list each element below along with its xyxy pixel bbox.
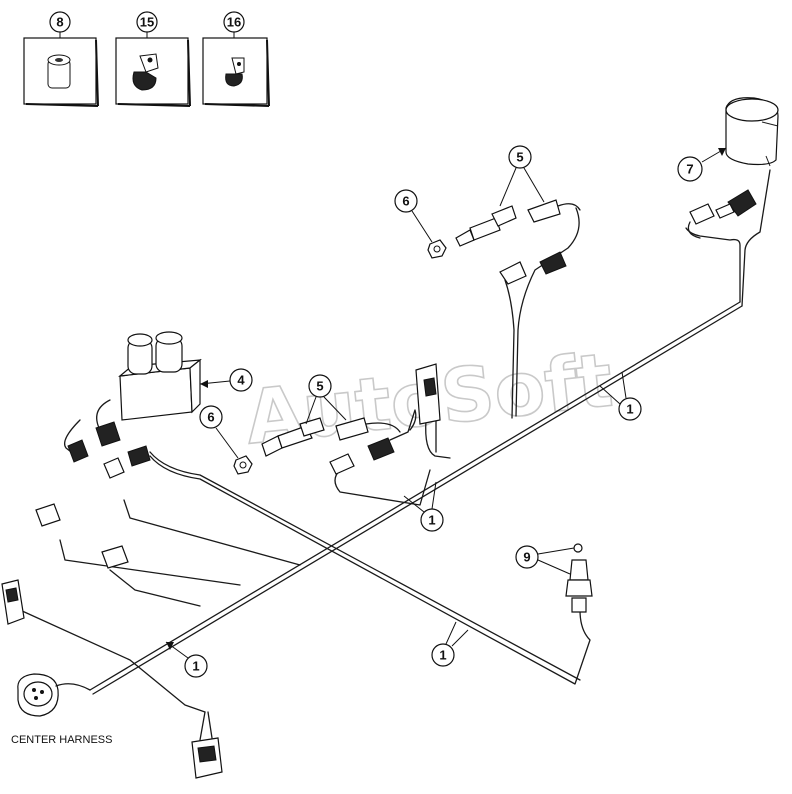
legend-part-16: 16 bbox=[202, 11, 270, 107]
center-harness-connector bbox=[17, 673, 91, 717]
pressure-switch bbox=[565, 543, 593, 613]
sensor-upper bbox=[455, 199, 581, 247]
relay-block bbox=[118, 331, 202, 421]
nut-lower bbox=[233, 455, 253, 475]
round-device bbox=[725, 97, 779, 167]
main-harness-trunk bbox=[89, 169, 771, 695]
svg-text:6: 6 bbox=[402, 194, 409, 209]
callout-9: 9 bbox=[515, 545, 575, 575]
sensor-lower bbox=[261, 417, 401, 457]
svg-text:6: 6 bbox=[207, 410, 214, 425]
callout-1-left: 1 bbox=[165, 641, 208, 678]
svg-text:1: 1 bbox=[626, 402, 633, 417]
bottom-multipin-connector bbox=[191, 711, 223, 779]
central-clip-block bbox=[415, 363, 441, 425]
svg-text:1: 1 bbox=[428, 513, 435, 528]
cable-clamp-small-icon bbox=[225, 57, 245, 87]
callout-1-center: 1 bbox=[403, 481, 444, 532]
svg-text:9: 9 bbox=[523, 550, 530, 565]
legend-part-8: 8 bbox=[23, 11, 99, 107]
svg-text:1: 1 bbox=[439, 648, 446, 663]
legend-part-15: 15 bbox=[115, 11, 191, 107]
callout-4: 4 bbox=[199, 368, 253, 392]
svg-text:5: 5 bbox=[516, 150, 523, 165]
connector-pair-top-right bbox=[687, 189, 757, 239]
callout-6-upper: 6 bbox=[394, 189, 433, 243]
svg-text:4: 4 bbox=[237, 373, 245, 388]
relay-connectors bbox=[67, 421, 151, 479]
svg-text:1: 1 bbox=[192, 659, 199, 674]
callout-6-lower: 6 bbox=[199, 405, 239, 459]
connector-pair-lower-mid bbox=[329, 437, 395, 475]
svg-text:7: 7 bbox=[686, 162, 693, 177]
legend-part-number: 15 bbox=[140, 15, 154, 30]
connector-pair-upper-mid bbox=[499, 251, 567, 285]
nut-upper bbox=[427, 239, 447, 259]
callout-5-upper: 5 bbox=[499, 145, 545, 207]
left-connectors bbox=[1, 503, 129, 625]
cable-clamp-icon bbox=[132, 53, 159, 91]
callout-1-right: 1 bbox=[599, 371, 642, 421]
callout-1-lower-right: 1 bbox=[431, 621, 469, 667]
legend-part-number: 16 bbox=[227, 15, 241, 30]
callout-7: 7 bbox=[677, 147, 727, 182]
legend-part-number: 8 bbox=[56, 15, 63, 30]
callout-5-lower: 5 bbox=[305, 374, 347, 425]
center-harness-caption: CENTER HARNESS bbox=[11, 734, 112, 746]
svg-text:5: 5 bbox=[316, 379, 323, 394]
standoff-spacer-icon bbox=[47, 54, 71, 89]
secondary-harness bbox=[19, 399, 591, 713]
